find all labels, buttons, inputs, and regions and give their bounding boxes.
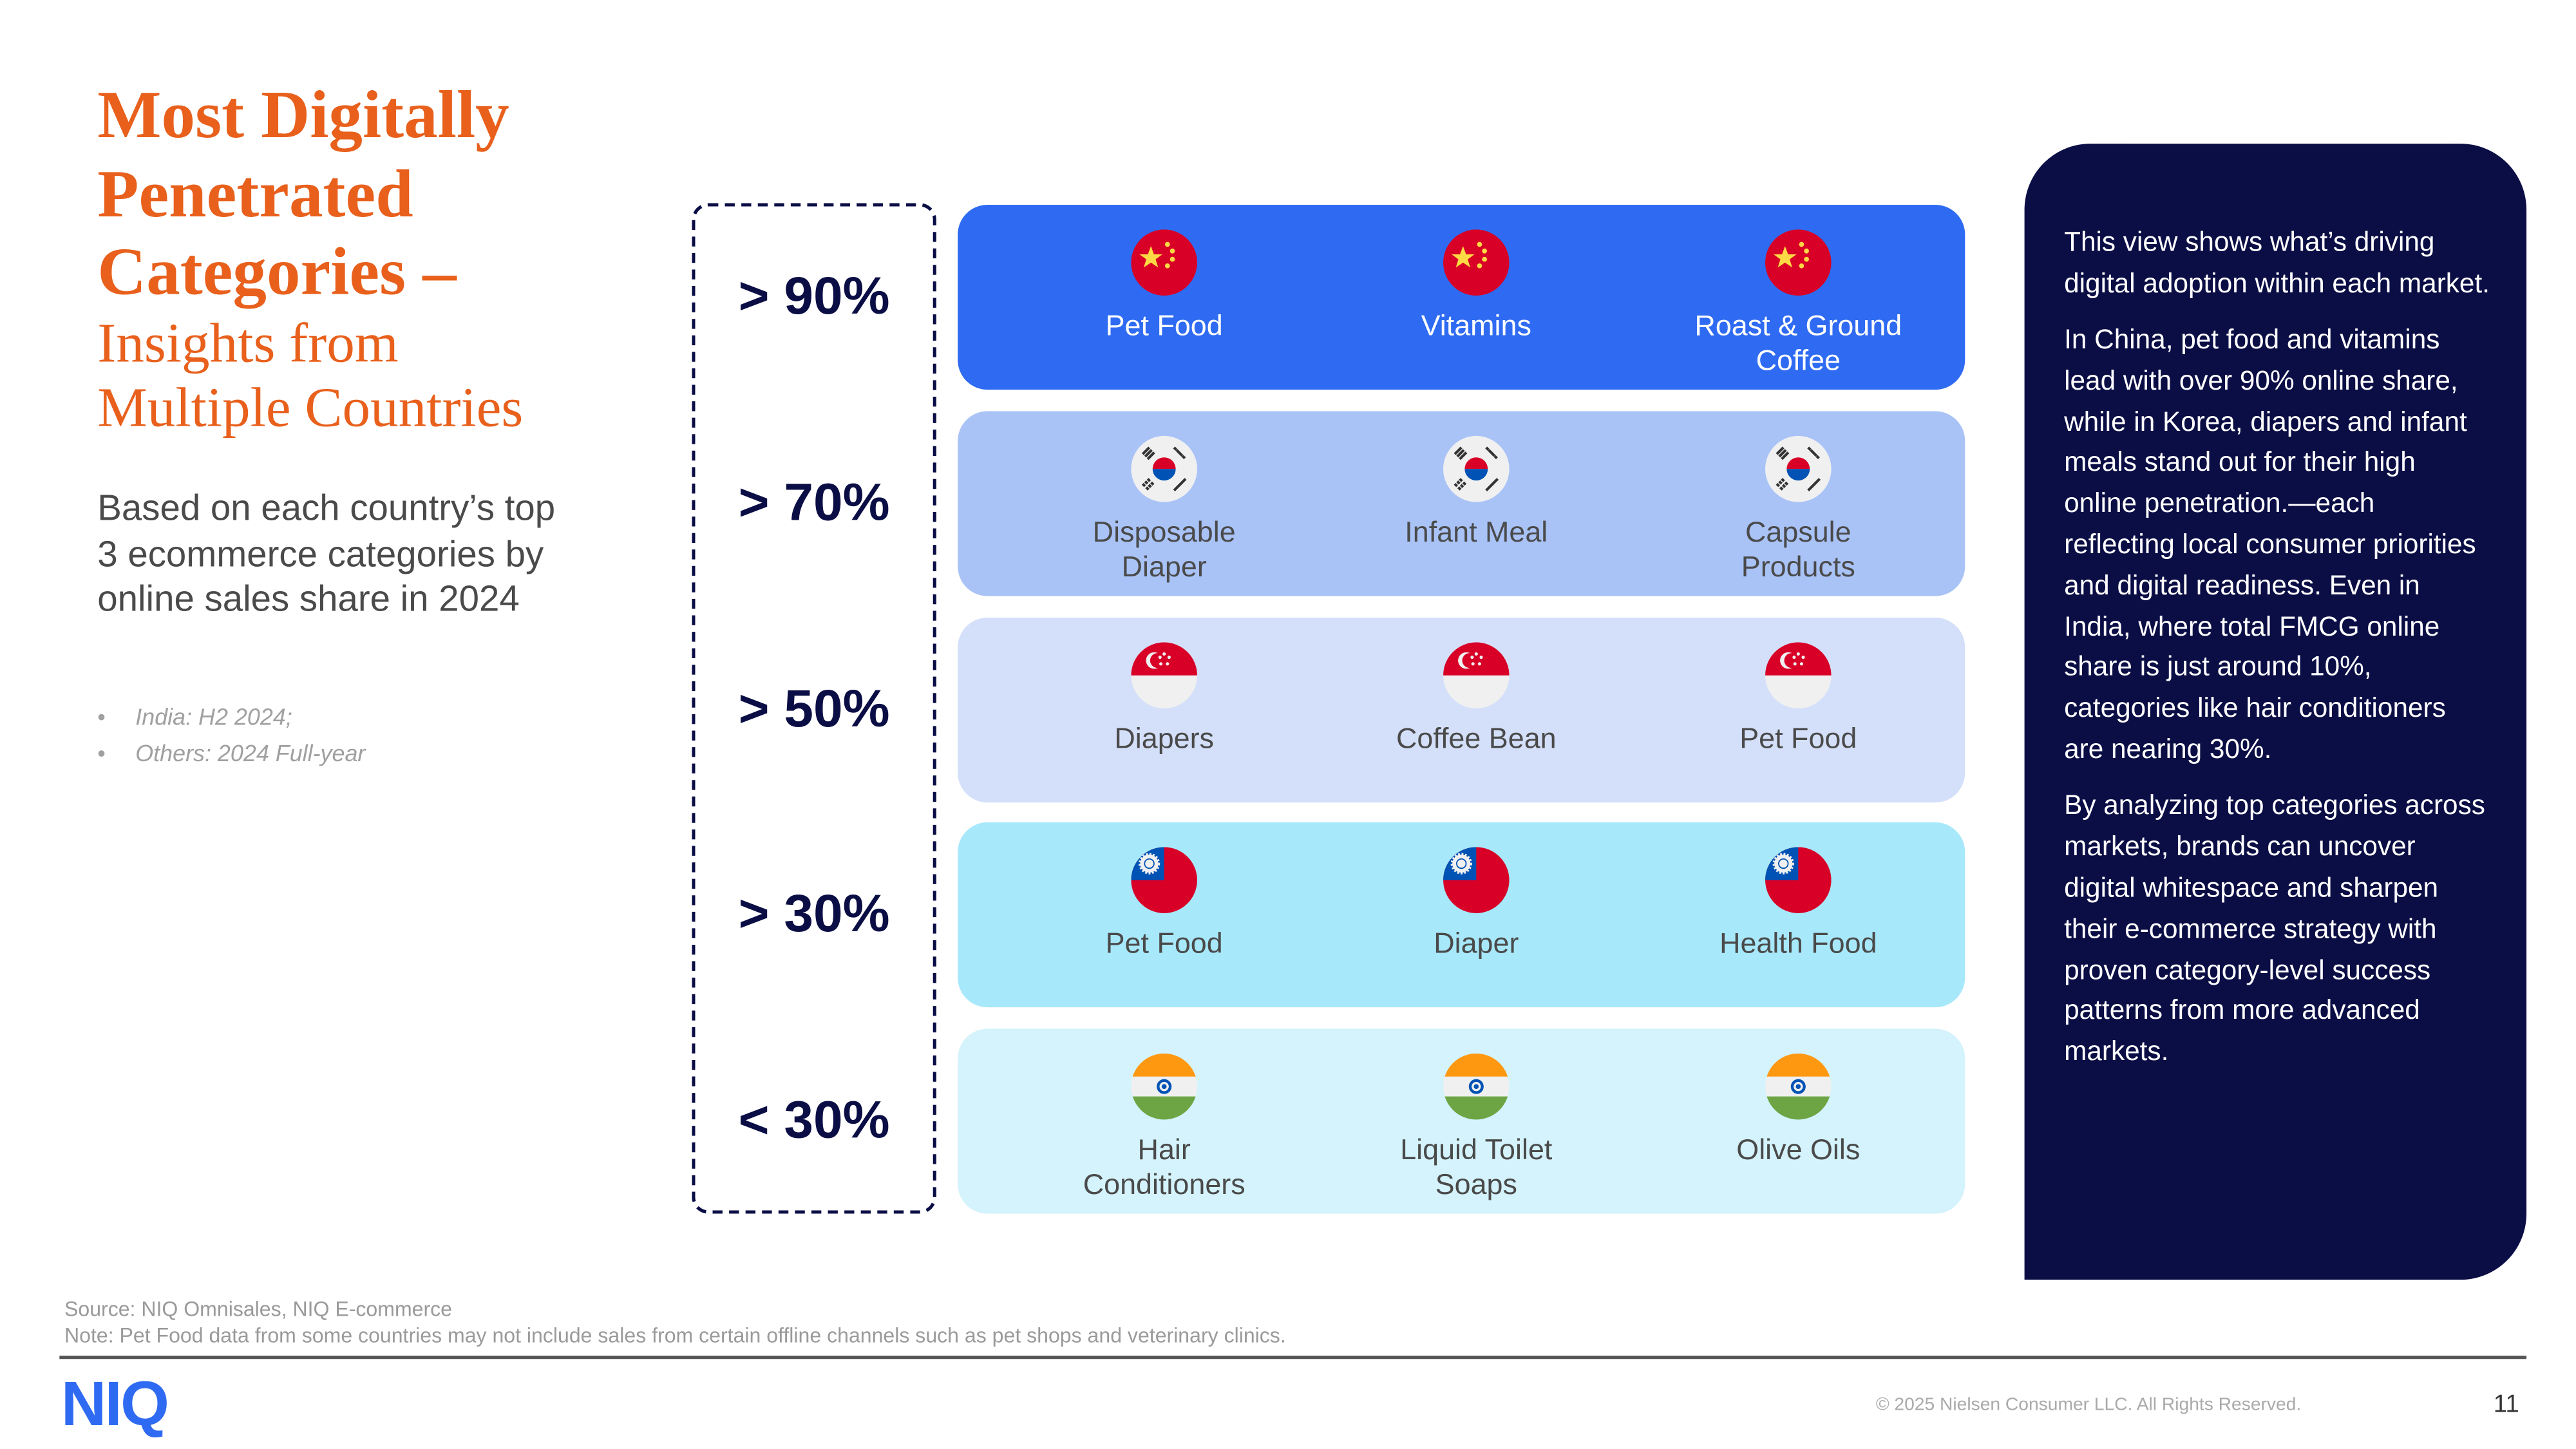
category-item: Disposable Diaper bbox=[999, 411, 1329, 584]
category-label: Pet Food bbox=[1105, 926, 1223, 960]
china-flag-icon bbox=[1131, 229, 1197, 296]
singapore-flag-icon bbox=[1443, 642, 1510, 708]
category-label: Infant Meal bbox=[1405, 515, 1548, 549]
korea-flag-icon bbox=[1443, 435, 1510, 502]
insight-paragraph: In China, pet food and vitamins lead wit… bbox=[2064, 325, 2476, 765]
category-label: Olive Oils bbox=[1736, 1132, 1861, 1166]
category-item: Infant Meal bbox=[1311, 411, 1642, 549]
korea-flag-icon bbox=[1131, 435, 1197, 502]
source-text: Source: NIQ Omnisales, NIQ E-commerce bbox=[64, 1298, 453, 1321]
category-item: Capsule Products bbox=[1633, 411, 1964, 584]
penetration-level: > 50% bbox=[738, 678, 890, 739]
insight-paragraph: This view shows what’s driving digital a… bbox=[2064, 227, 2490, 299]
penetration-level: > 90% bbox=[738, 265, 890, 326]
taiwan-flag-icon bbox=[1765, 847, 1832, 913]
singapore-flag-icon bbox=[1131, 642, 1197, 708]
india-flag-icon bbox=[1765, 1053, 1832, 1120]
category-label: Health Food bbox=[1719, 926, 1877, 960]
tier-row-india: Hair Conditioners Liquid Toilet Soaps Oliv… bbox=[958, 1028, 1965, 1214]
taiwan-flag-icon bbox=[1443, 847, 1510, 913]
tier-row-taiwan: Pet Food Diaper Health Food bbox=[958, 822, 1965, 1008]
category-item: Liquid Toilet Soaps bbox=[1311, 1028, 1642, 1202]
singapore-flag-icon bbox=[1765, 642, 1832, 708]
category-label: Liquid Toilet Soaps bbox=[1400, 1132, 1553, 1201]
category-label: Vitamins bbox=[1421, 308, 1531, 342]
note-others: Others: 2024 Full-year bbox=[97, 735, 365, 771]
category-label: Diaper bbox=[1434, 926, 1519, 960]
description: Based on each country’s top 3 ecommerce … bbox=[97, 487, 556, 620]
note-india: India: H2 2024; bbox=[97, 699, 365, 735]
korea-flag-icon bbox=[1765, 435, 1832, 502]
page-number: 11 bbox=[2493, 1390, 2519, 1419]
category-label: Coffee Bean bbox=[1396, 721, 1557, 755]
category-item: Hair Conditioners bbox=[999, 1028, 1329, 1202]
title-line: Penetrated bbox=[97, 154, 413, 231]
penetration-level: > 70% bbox=[738, 472, 890, 532]
category-item: Pet Food bbox=[999, 822, 1329, 961]
period-notes: India: H2 2024; Others: 2024 Full-year bbox=[97, 699, 365, 772]
india-flag-icon bbox=[1443, 1053, 1510, 1120]
insight-paragraph: By analyzing top categories across marke… bbox=[2064, 791, 2485, 1067]
tier-row-korea: Disposable Diaper Infant Meal Capsule Prod… bbox=[958, 411, 1965, 596]
category-label: Hair Conditioners bbox=[1083, 1132, 1245, 1201]
india-flag-icon bbox=[1131, 1053, 1197, 1120]
category-item: Diapers bbox=[999, 618, 1329, 756]
category-item: Health Food bbox=[1633, 822, 1964, 961]
title-line: Categories – bbox=[97, 232, 457, 309]
note-text: Note: Pet Food data from some countries … bbox=[64, 1324, 1286, 1348]
category-label: Capsule Products bbox=[1741, 515, 1855, 583]
category-item: Coffee Bean bbox=[1311, 618, 1642, 756]
category-item: Pet Food bbox=[1633, 618, 1964, 756]
penetration-level: < 30% bbox=[738, 1090, 890, 1150]
levels-bracket bbox=[692, 203, 936, 1214]
category-label: Disposable Diaper bbox=[1092, 515, 1236, 583]
category-item: Roast & Ground Coffee bbox=[1633, 205, 1964, 378]
tier-row-singapore: Diapers Coffee Bean Pet Food bbox=[958, 617, 1965, 803]
china-flag-icon bbox=[1765, 229, 1832, 296]
slide-title: Most Digitally Penetrated Categories – I… bbox=[97, 76, 523, 440]
niq-logo: NIQ bbox=[61, 1370, 169, 1440]
category-item: Vitamins bbox=[1311, 205, 1642, 343]
penetration-level: > 30% bbox=[738, 883, 890, 943]
source-notes: Source: NIQ Omnisales, NIQ E-commerce No… bbox=[64, 1296, 1286, 1349]
tier-row-china: Pet Food Vitamins Roast & Ground Coffee bbox=[958, 204, 1965, 390]
category-item: Pet Food bbox=[999, 205, 1329, 343]
category-label: Pet Food bbox=[1739, 721, 1857, 755]
taiwan-flag-icon bbox=[1131, 847, 1197, 913]
title-line: Most Digitally bbox=[97, 75, 509, 152]
china-flag-icon bbox=[1443, 229, 1510, 296]
category-item: Olive Oils bbox=[1633, 1028, 1964, 1167]
category-label: Roast & Ground Coffee bbox=[1694, 308, 1902, 377]
insight-panel: This view shows what’s driving digital a… bbox=[2024, 144, 2527, 1280]
copyright: © 2025 Nielsen Consumer LLC. All Rights … bbox=[1875, 1395, 2302, 1416]
category-label: Pet Food bbox=[1105, 308, 1223, 342]
category-label: Diapers bbox=[1114, 721, 1215, 755]
category-item: Diaper bbox=[1311, 822, 1642, 961]
subtitle-line: Multiple Countries bbox=[97, 377, 524, 439]
footer-divider bbox=[59, 1356, 2527, 1359]
subtitle-line: Insights from bbox=[97, 312, 399, 374]
